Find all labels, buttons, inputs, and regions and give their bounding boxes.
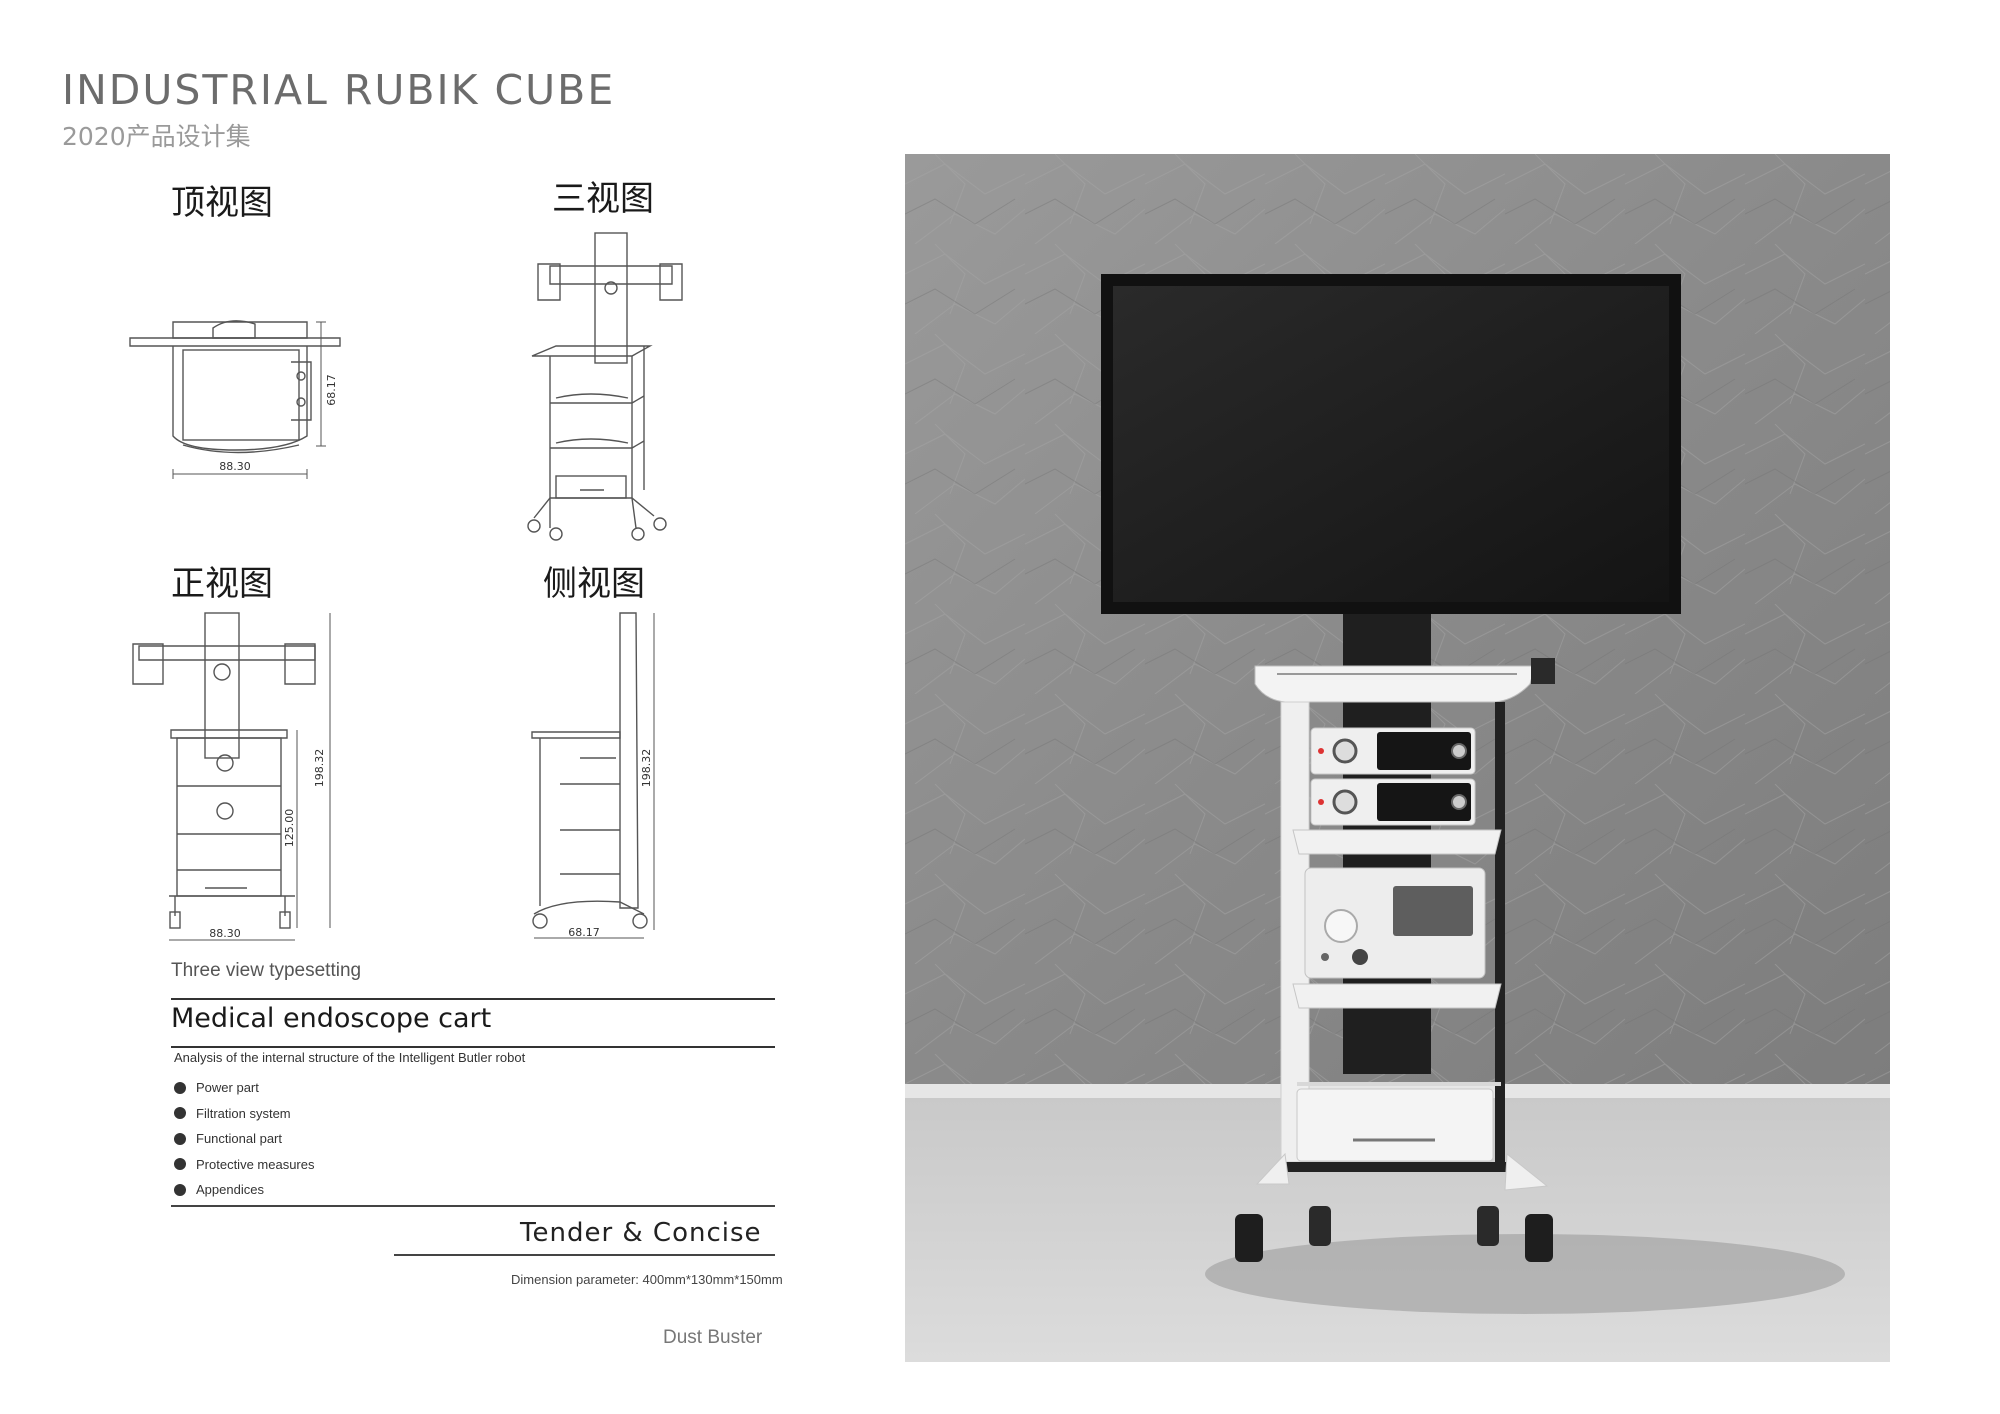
list-item: Power part <box>174 1075 315 1101</box>
divider <box>171 1205 775 1207</box>
cart-render-illustration <box>905 154 1890 1362</box>
analysis-text: Analysis of the internal structure of th… <box>174 1050 526 1065</box>
product-render <box>905 154 1890 1362</box>
divider <box>171 998 775 1000</box>
side-view-heading: 侧视图 <box>543 564 645 604</box>
brand-title: INDUSTRIAL RUBIK CUBE <box>62 66 616 114</box>
side-view-drawing: 198.32 68.17 <box>531 612 655 939</box>
footer-name: Dust Buster <box>663 1327 763 1348</box>
feature-list: Power part Filtration system Functional … <box>174 1075 315 1203</box>
side-height-label: 198.32 <box>640 749 653 788</box>
top-width-label: 88.30 <box>219 460 251 473</box>
layout-caption: Three view typesetting <box>171 960 362 981</box>
bullet-icon <box>174 1158 186 1171</box>
front-view-drawing: 198.32 125.00 88.30 <box>132 612 331 941</box>
feature-label: Protective measures <box>196 1156 315 1172</box>
top-depth-label: 68.17 <box>325 374 338 406</box>
feature-label: Filtration system <box>196 1105 291 1121</box>
list-item: Filtration system <box>174 1101 315 1127</box>
three-view-heading: 三视图 <box>552 179 654 219</box>
bullet-icon <box>174 1081 186 1094</box>
top-view-heading: 顶视图 <box>171 183 273 223</box>
bullet-icon <box>174 1183 186 1196</box>
front-lower-height-label: 125.00 <box>283 809 296 848</box>
side-depth-label: 68.17 <box>568 926 600 939</box>
list-item: Functional part <box>174 1126 315 1152</box>
isometric-view-drawing <box>527 232 683 541</box>
divider <box>394 1254 775 1256</box>
front-view-heading: 正视图 <box>171 564 273 604</box>
feature-label: Appendices <box>196 1182 264 1198</box>
divider <box>171 1046 775 1048</box>
front-width-label: 88.30 <box>209 927 241 940</box>
top-view-drawing: 68.17 88.30 <box>129 320 341 479</box>
list-item: Protective measures <box>174 1152 315 1178</box>
bullet-icon <box>174 1132 186 1145</box>
feature-label: Functional part <box>196 1131 282 1147</box>
feature-label: Power part <box>196 1080 259 1096</box>
product-name: Medical endoscope cart <box>171 1003 492 1034</box>
tagline: Tender & Concise <box>520 1218 762 1248</box>
brand-subtitle: 2020产品设计集 <box>62 122 251 151</box>
dimension-parameter: Dimension parameter: 400mm*130mm*150mm <box>511 1272 783 1287</box>
list-item: Appendices <box>174 1177 315 1203</box>
front-height-label: 198.32 <box>313 749 326 788</box>
bullet-icon <box>174 1107 186 1120</box>
